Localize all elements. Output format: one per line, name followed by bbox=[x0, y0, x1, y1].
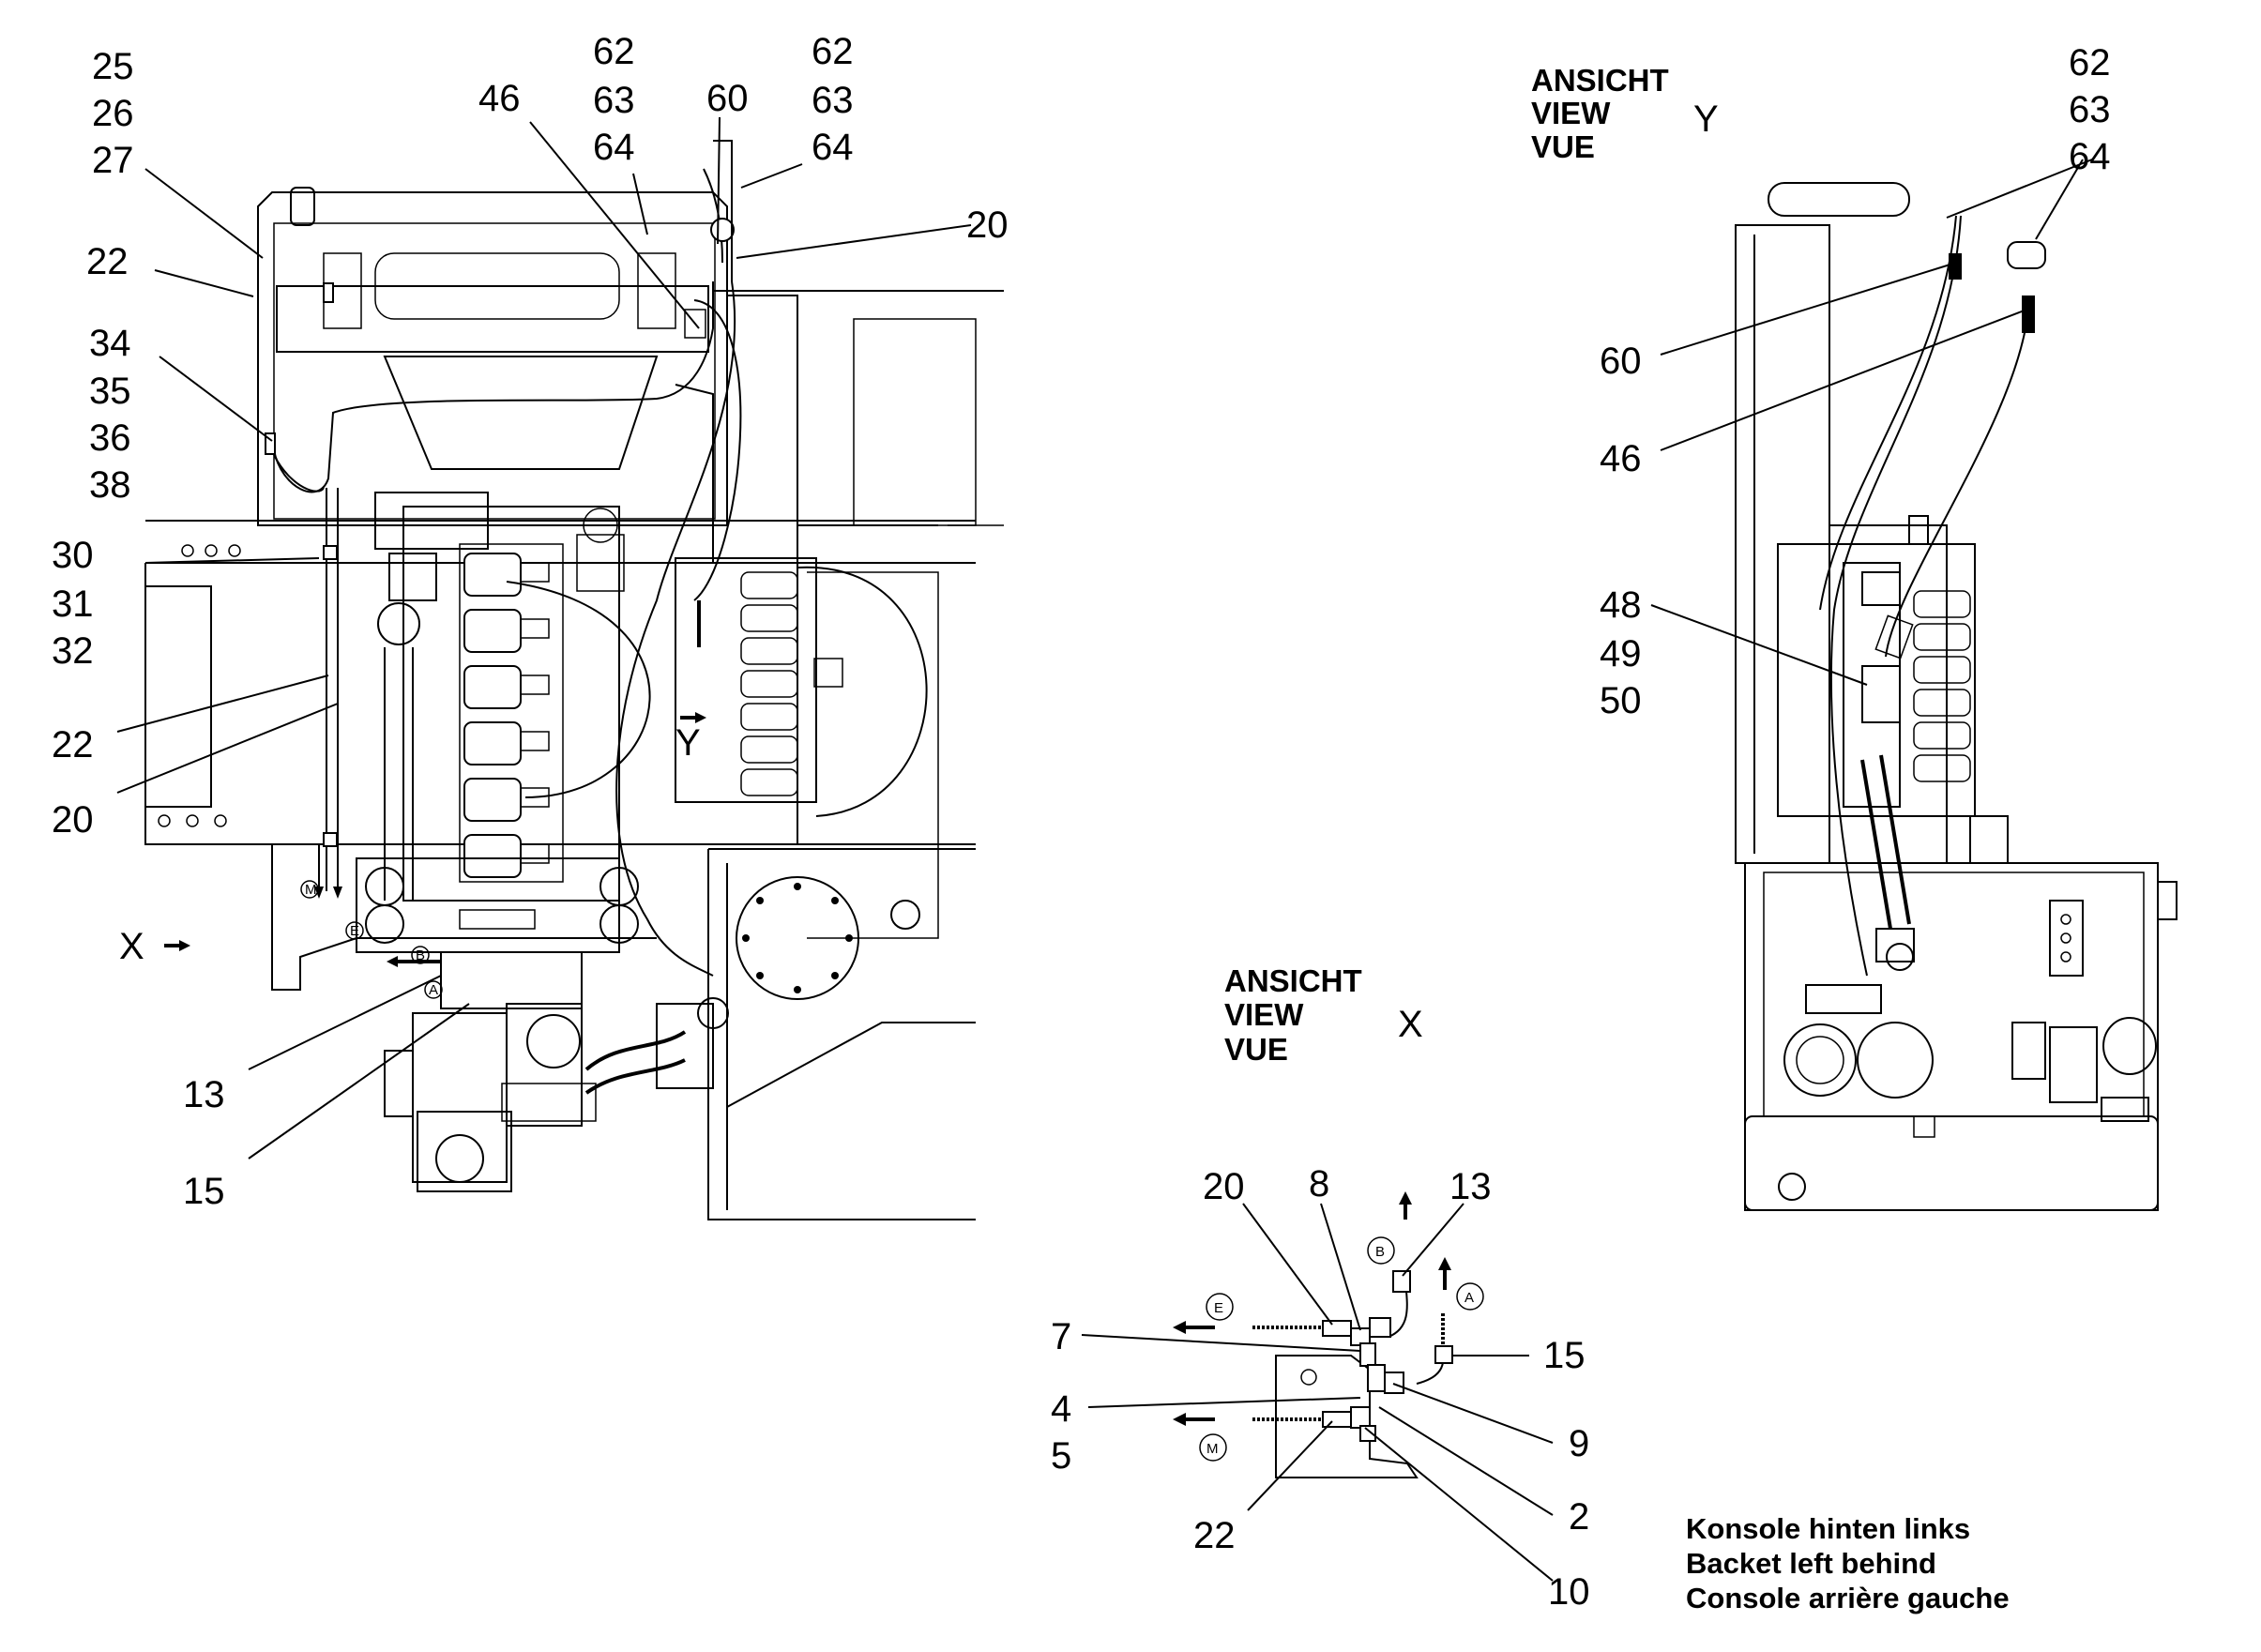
svg-text:13: 13 bbox=[1449, 1166, 1492, 1207]
svg-text:46: 46 bbox=[1600, 438, 1642, 479]
svg-text:VUE: VUE bbox=[1224, 1032, 1288, 1067]
svg-text:62: 62 bbox=[2069, 42, 2111, 83]
main-leaders bbox=[116, 116, 972, 1159]
svg-text:62: 62 bbox=[812, 31, 854, 72]
svg-text:50: 50 bbox=[1600, 680, 1642, 721]
x-leaders bbox=[1081, 1203, 1554, 1582]
svg-text:60: 60 bbox=[706, 78, 749, 119]
svg-text:30: 30 bbox=[52, 535, 94, 576]
svg-text:Backet left behind: Backet left behind bbox=[1686, 1547, 1936, 1580]
view-x-marker: X bbox=[119, 926, 144, 967]
svg-text:Console arrière gauche: Console arrière gauche bbox=[1686, 1582, 2010, 1614]
svg-text:63: 63 bbox=[593, 80, 635, 121]
svg-text:13: 13 bbox=[183, 1074, 225, 1115]
svg-text:7: 7 bbox=[1051, 1316, 1071, 1357]
valve-block-sections bbox=[740, 571, 798, 796]
svg-text:M: M bbox=[1206, 1441, 1219, 1457]
svg-text:26: 26 bbox=[92, 93, 134, 134]
svg-text:64: 64 bbox=[812, 127, 854, 168]
svg-text:20: 20 bbox=[52, 799, 94, 841]
svg-text:60: 60 bbox=[1600, 341, 1642, 382]
svg-text:35: 35 bbox=[89, 371, 131, 412]
svg-text:32: 32 bbox=[52, 630, 94, 672]
svg-text:VUE: VUE bbox=[1531, 129, 1595, 164]
view-y-marker: Y bbox=[675, 722, 701, 764]
svg-text:22: 22 bbox=[86, 241, 129, 282]
svg-text:2: 2 bbox=[1569, 1496, 1589, 1538]
caption: Konsole hinten links Backet left behind … bbox=[1686, 1512, 2010, 1614]
svg-text:34: 34 bbox=[89, 323, 131, 364]
flange-bolts bbox=[742, 883, 853, 993]
view-y: ANSICHT VIEW VUE Y bbox=[1531, 42, 2178, 1211]
svg-text:31: 31 bbox=[52, 584, 94, 625]
svg-text:M: M bbox=[305, 882, 317, 898]
svg-text:64: 64 bbox=[593, 127, 635, 168]
svg-text:63: 63 bbox=[2069, 89, 2111, 130]
svg-text:VIEW: VIEW bbox=[1531, 96, 1611, 130]
svg-text:49: 49 bbox=[1600, 633, 1642, 674]
svg-text:36: 36 bbox=[89, 417, 131, 459]
injectors bbox=[463, 553, 550, 878]
svg-text:ANSICHT: ANSICHT bbox=[1224, 963, 1362, 998]
view-y-letter: Y bbox=[1693, 99, 1719, 140]
svg-text:48: 48 bbox=[1600, 584, 1642, 626]
view-x: ANSICHT VIEW VUE X E B A M bbox=[1051, 963, 1590, 1613]
svg-text:4: 4 bbox=[1051, 1388, 1071, 1430]
y-leaders bbox=[1650, 159, 2093, 686]
svg-text:38: 38 bbox=[89, 464, 131, 506]
svg-text:22: 22 bbox=[1193, 1515, 1236, 1556]
svg-text:64: 64 bbox=[2069, 136, 2111, 177]
svg-text:B: B bbox=[1375, 1244, 1385, 1260]
svg-text:27: 27 bbox=[92, 140, 134, 181]
svg-text:10: 10 bbox=[1548, 1571, 1590, 1613]
svg-text:Konsole hinten links: Konsole hinten links bbox=[1686, 1512, 1970, 1545]
svg-text:20: 20 bbox=[1203, 1166, 1245, 1207]
svg-text:20: 20 bbox=[966, 205, 1009, 246]
svg-text:5: 5 bbox=[1051, 1435, 1071, 1477]
svg-text:22: 22 bbox=[52, 724, 94, 765]
svg-text:E: E bbox=[350, 923, 359, 939]
svg-text:9: 9 bbox=[1569, 1423, 1589, 1464]
svg-text:62: 62 bbox=[593, 31, 635, 72]
svg-text:E: E bbox=[1214, 1300, 1223, 1316]
svg-text:25: 25 bbox=[92, 46, 134, 87]
y-valve-sections bbox=[1913, 590, 1971, 782]
svg-text:63: 63 bbox=[812, 80, 854, 121]
main-view: M E B A X Y bbox=[52, 31, 1009, 1220]
svg-text:15: 15 bbox=[183, 1171, 225, 1212]
view-x-letter: X bbox=[1398, 1004, 1423, 1045]
svg-text:8: 8 bbox=[1309, 1163, 1329, 1205]
svg-text:B: B bbox=[416, 947, 425, 963]
svg-text:ANSICHT: ANSICHT bbox=[1531, 63, 1669, 98]
svg-text:46: 46 bbox=[478, 78, 521, 119]
svg-text:VIEW: VIEW bbox=[1224, 997, 1304, 1032]
svg-text:A: A bbox=[1464, 1290, 1474, 1306]
svg-text:15: 15 bbox=[1543, 1335, 1586, 1376]
svg-text:A: A bbox=[429, 982, 438, 998]
